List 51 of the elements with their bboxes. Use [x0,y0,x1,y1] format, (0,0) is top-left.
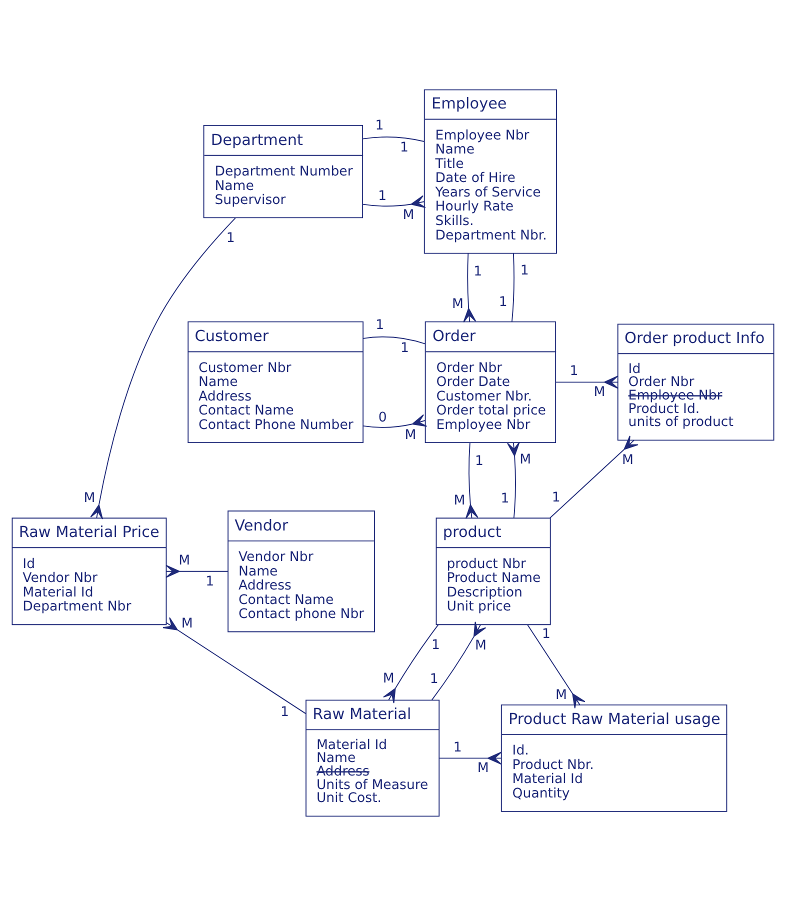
connector [527,624,586,709]
connector [439,752,502,765]
label: M [622,452,634,468]
label: 1 [376,318,384,334]
connector [382,624,439,704]
label: 1 [431,638,440,654]
label: M [594,385,606,400]
label: 1 [474,264,482,280]
label: 1 [400,341,409,356]
label: 1 [226,230,235,246]
connector [166,564,228,578]
connector [362,136,425,142]
label: M [404,428,416,443]
label: M [178,553,190,568]
label: M [556,688,567,704]
label: M [477,761,489,776]
label: M [402,208,414,223]
label: 0 [378,410,387,426]
label: M [84,490,96,506]
connector [362,414,428,428]
connector [362,336,426,344]
label: 1 [520,264,529,279]
label: M [181,616,193,632]
label: 1 [542,626,550,642]
connector [362,195,426,208]
label: 1 [400,140,408,156]
connector [507,442,520,518]
label: 1 [552,490,560,506]
connector [555,376,618,389]
connector [162,617,306,714]
connector [90,218,236,520]
connector [550,435,638,518]
label: M [474,638,486,654]
label: 1 [498,295,508,310]
connector [431,621,486,701]
connector [465,442,478,520]
label: 1 [280,704,289,720]
label: 1 [206,574,214,590]
label: M [454,494,466,509]
label: 1 [500,492,510,507]
label: 1 [378,188,387,204]
label: 1 [430,672,438,687]
label: M [382,672,394,687]
label: 1 [375,118,384,134]
connector [511,253,514,322]
label: 1 [453,740,462,756]
label: 1 [570,364,578,380]
connector [463,253,476,323]
label: M [520,452,532,468]
label: 1 [475,454,484,469]
label: M [452,296,464,312]
